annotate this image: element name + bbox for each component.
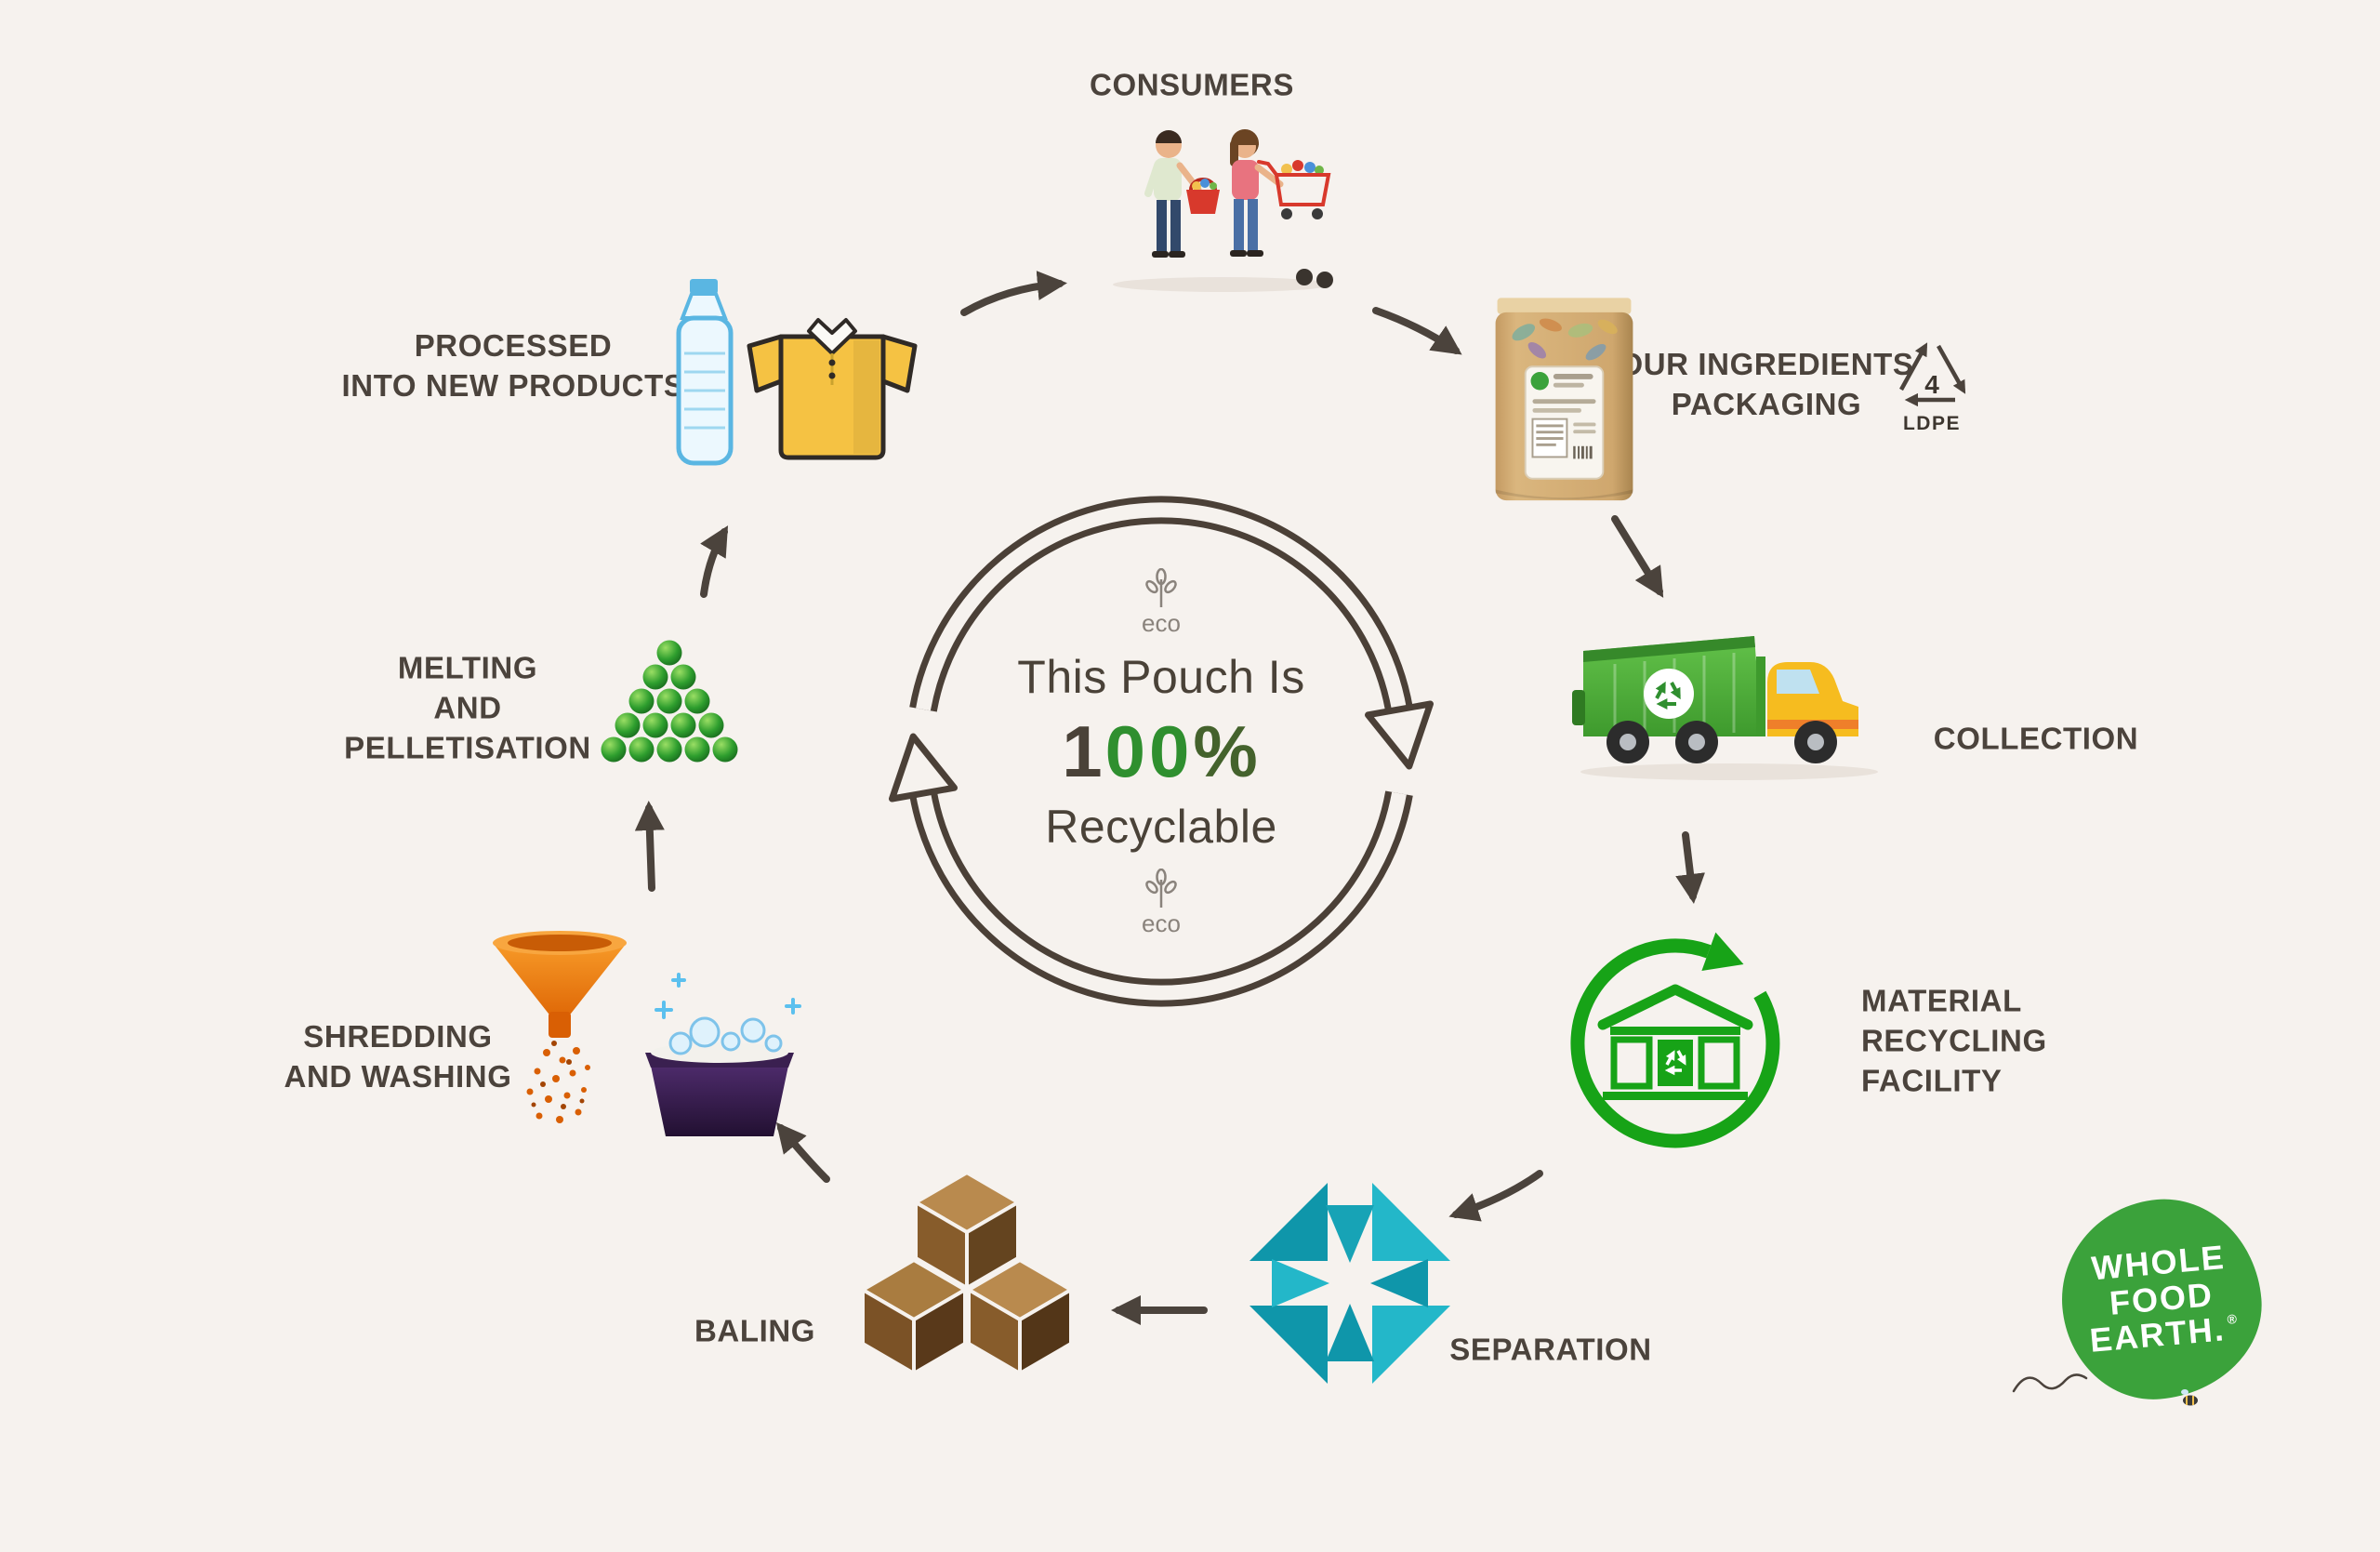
center-line-1: This Pouch Is <box>1017 650 1305 703</box>
center-cycle-emblem: eco This Pouch Is 100% Recyclable eco <box>864 454 1459 1049</box>
shredding-label: SHREDDING AND WASHING <box>284 1019 512 1094</box>
registered-trademark-symbol: ® <box>2226 1311 2240 1328</box>
eco-label-bottom: eco <box>1142 909 1181 937</box>
center-text-block: eco This Pouch Is 100% Recyclable eco <box>864 454 1459 1049</box>
recycling-facility-icon <box>1554 922 1796 1164</box>
percent-zeros: 00 <box>1104 710 1194 792</box>
separation-label: SEPARATION <box>1449 1332 1652 1367</box>
brand-logo-line-3: EARTH. <box>2088 1309 2228 1360</box>
mrf-label: MATERIAL RECYCLING FACILITY <box>1861 983 2047 1098</box>
arrow-newproducts-to-consumers <box>960 271 1067 316</box>
arrow-packaging-to-collection <box>1611 515 1664 598</box>
arrow-melting-to-newproducts <box>700 525 729 598</box>
arrow-collection-to-mrf <box>1675 831 1705 904</box>
percent-digit-one: 1 <box>1062 710 1105 792</box>
eco-label-top: eco <box>1142 608 1181 637</box>
products-label: PROCESSED INTO NEW PRODUCTS <box>341 328 685 403</box>
garbage-truck-icon <box>1567 604 1892 790</box>
consumers-icon <box>1083 110 1353 296</box>
arrow-shredding-to-melting <box>634 801 665 892</box>
eco-leaf-top: eco <box>1133 567 1189 637</box>
circular-cycle-arrows-icon <box>889 496 1434 1007</box>
melting-label: MELTING AND PELLETISATION <box>344 650 591 765</box>
logo-squiggle-and-bee-icon <box>2012 1373 2198 1406</box>
ldpe-code: LDPE <box>1903 413 1961 434</box>
percent-sign: % <box>1193 710 1261 792</box>
shredding-washing-icon <box>474 921 809 1153</box>
baling-label: BALING <box>694 1313 816 1348</box>
ldpe-recycling-code-icon: 4 LDPE <box>1885 325 1978 442</box>
eco-leaf-icon <box>1145 868 1177 908</box>
eco-leaf-icon <box>1145 567 1177 607</box>
new-products-icon <box>641 268 930 491</box>
pouch-icon <box>1483 272 1646 509</box>
center-line-2: Recyclable <box>1045 800 1277 853</box>
separation-icon <box>1220 1153 1480 1413</box>
ldpe-number: 4 <box>1924 370 1939 399</box>
percent-100-recyclable: 100% <box>1062 710 1261 794</box>
baling-cubes-icon <box>832 1158 1102 1390</box>
arrow-consumers-to-packaging <box>1372 307 1462 355</box>
eco-leaf-bottom: eco <box>1133 868 1189 937</box>
packaging-label: OUR INGREDIENTS PACKAGING <box>1619 347 1914 421</box>
pellets-pyramid-icon <box>590 634 748 778</box>
collection-label: COLLECTION <box>1933 721 2139 756</box>
consumers-label: CONSUMERS <box>1090 67 1294 102</box>
